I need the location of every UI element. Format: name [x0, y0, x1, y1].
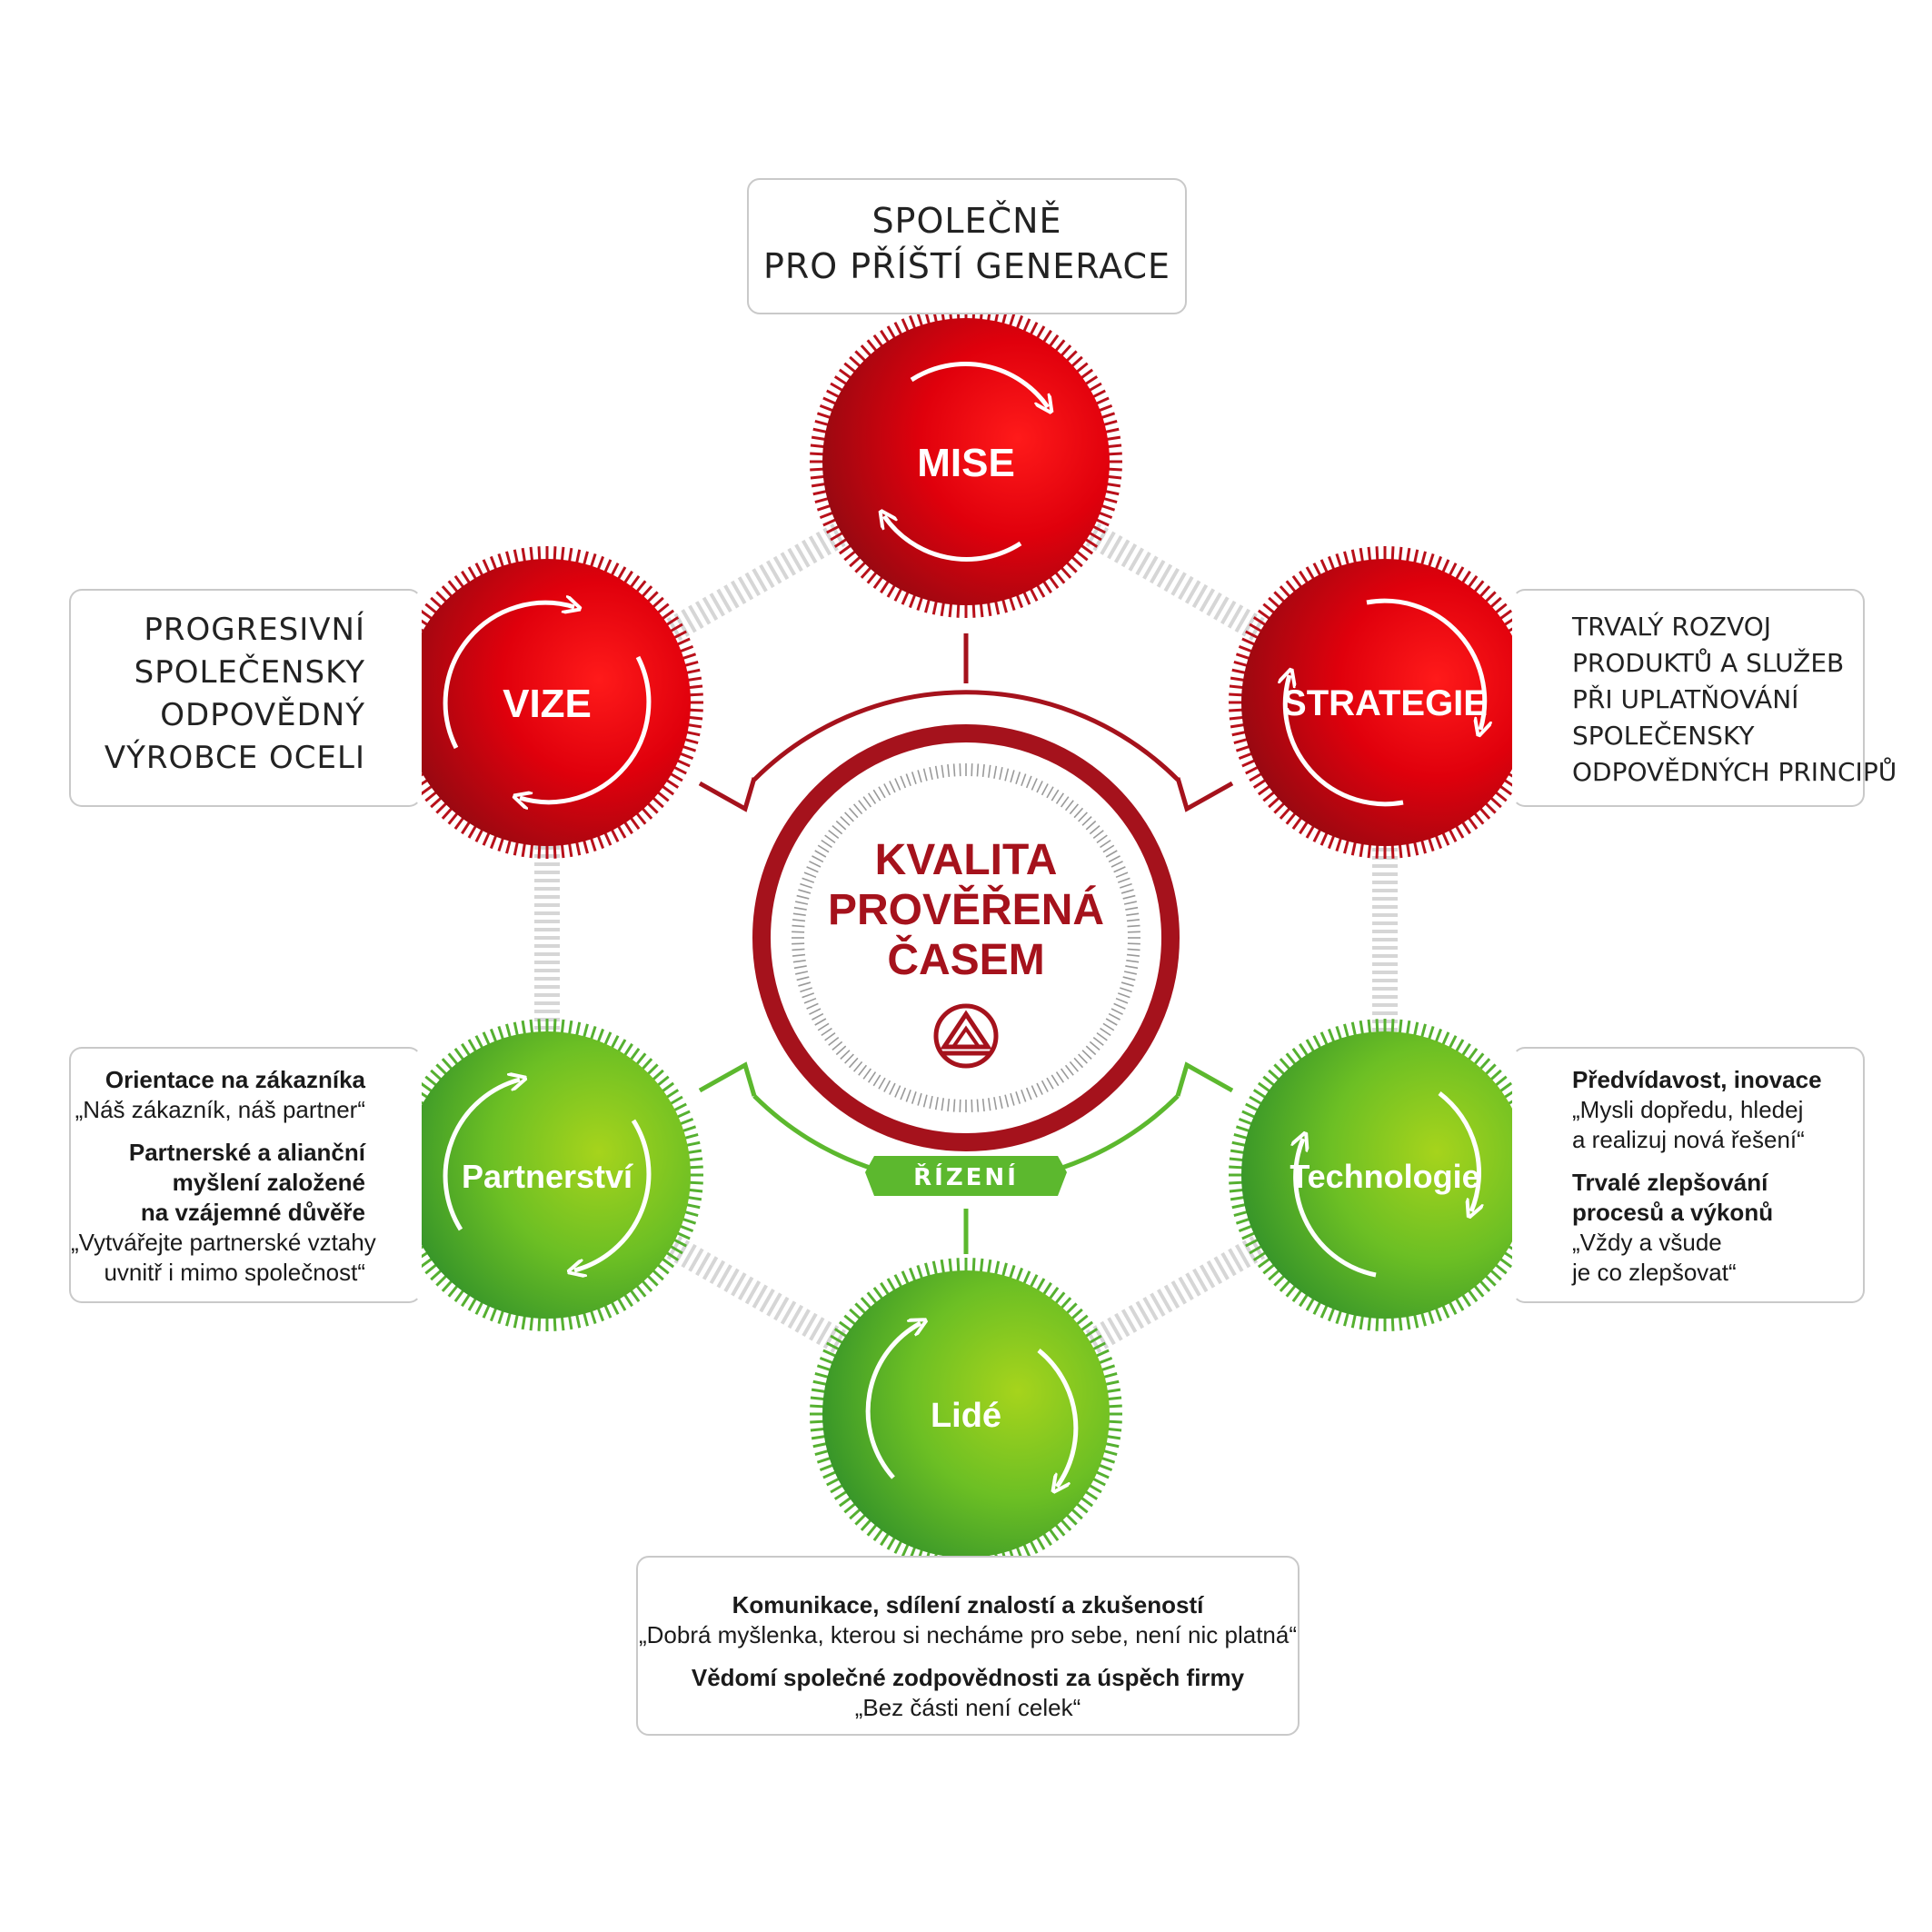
center-arc-red	[752, 690, 1180, 782]
node-partnerstvi[interactable]: Partnerství	[391, 1019, 703, 1331]
steel-company-logo-icon	[933, 1003, 999, 1069]
lide-quote-1: „Dobrá myšlenka, kterou si necháme pro s…	[638, 1621, 1298, 1648]
strategie-box-line-4: SPOLEČENSKY	[1572, 721, 1755, 751]
partnerstvi-heading-2-line-3: na vzájemné důvěře	[140, 1199, 365, 1226]
partnerstvi-quote-2-line-2: uvnitř i mimo společnost“	[104, 1259, 365, 1286]
center-tick-ring	[792, 763, 1140, 1112]
technologie-quote-2-line-1: „Vždy a všude	[1572, 1229, 1722, 1256]
cycle-arrow-icon	[1285, 675, 1404, 807]
lide-box: Komunikace, sdílení znalostí a zkušenost…	[636, 1556, 1300, 1736]
technologie-heading-1: Předvídavost, inovace	[1572, 1066, 1822, 1093]
partnerstvi-heading-1: Orientace na zákazníka	[105, 1066, 365, 1093]
cycle-arrow-icon	[910, 362, 1048, 407]
mise-box-line-1: SPOLEČNĚ	[871, 201, 1062, 241]
node-label-vize: VIZE	[503, 682, 592, 726]
cycle-arrow-icon	[1037, 1349, 1079, 1487]
governance-banner: ŘÍZENÍ	[865, 1156, 1067, 1196]
vize-box: PROGRESIVNÍ SPOLEČENSKY ODPOVĚDNÝ VÝROBC…	[69, 589, 422, 807]
node-mise[interactable]: MISE	[810, 305, 1122, 618]
lide-quote-2: „Bez části není celek“	[854, 1694, 1081, 1721]
lide-heading-1: Komunikace, sdílení znalostí a zkušenost…	[732, 1591, 1204, 1618]
governance-label: ŘÍZENÍ	[913, 1162, 1019, 1191]
node-label-technologie: Technologie	[1290, 1158, 1479, 1195]
technologie-quote-1-line-2: a realizuj nová řešení“	[1572, 1126, 1805, 1153]
partnerstvi-quote-1: „Náš zákazník, náš partner“	[75, 1096, 365, 1123]
partnerstvi-box: Orientace na zákazníka „Náš zákazník, ná…	[69, 1047, 422, 1303]
vize-box-line-3: ODPOVĚDNÝ	[160, 697, 365, 733]
center-title-line-3: ČASEM	[887, 934, 1044, 984]
partnerstvi-heading-2-line-1: Partnerské a alianční	[128, 1139, 365, 1166]
cycle-arrow-icon	[1438, 1091, 1479, 1211]
node-strategie[interactable]: STRATEGIE	[1229, 546, 1541, 859]
node-label-strategie: STRATEGIE	[1282, 683, 1488, 723]
partnerstvi-heading-2-line-2: myšlení založené	[172, 1169, 365, 1196]
vize-box-line-1: PROGRESIVNÍ	[144, 612, 365, 648]
cycle-arrow-icon	[443, 603, 574, 750]
vize-box-line-4: VÝROBCE OCELI	[104, 740, 365, 776]
center-title-line-1: KVALITA	[875, 836, 1058, 884]
vize-box-line-2: SPOLEČENSKY	[134, 654, 365, 691]
mise-box: SPOLEČNĚ PRO PŘÍŠTÍ GENERACE	[747, 178, 1187, 314]
strategie-box-line-1: TRVALÝ ROZVOJ	[1572, 612, 1772, 642]
cycle-arrow-icon	[1296, 1139, 1377, 1278]
connector-vize	[698, 777, 757, 812]
cycle-arrow-icon	[1366, 598, 1485, 730]
connector-lines	[698, 633, 1234, 1254]
cycle-arrow-icon	[884, 516, 1022, 562]
center-title: KVALITA PROVĚŘENÁ ČASEM	[828, 836, 1104, 984]
node-label-lide: Lidé	[931, 1397, 1001, 1435]
mise-box-line-2: PRO PŘÍŠTÍ GENERACE	[762, 246, 1171, 286]
partnerstvi-quote-2-line-1: „Vytvářejte partnerské vztahy	[71, 1229, 376, 1256]
node-label-partnerstvi: Partnerství	[462, 1158, 633, 1195]
node-vize[interactable]: VIZE	[391, 546, 703, 859]
cycle-arrow-icon	[443, 1080, 520, 1231]
cycle-arrow-icon	[520, 655, 652, 802]
cycle-arrow-icon	[865, 1323, 921, 1479]
node-technologie[interactable]: Technologie	[1229, 1019, 1541, 1331]
center-circle-outer	[752, 724, 1180, 1151]
technologie-quote-2-line-2: je co zlepšovat“	[1572, 1259, 1737, 1286]
technologie-heading-2-line-2: procesů a výkonů	[1572, 1199, 1774, 1226]
technologie-box: Předvídavost, inovace „Mysli dopředu, hl…	[1512, 1047, 1865, 1303]
center-title-line-2: PROVĚŘENÁ	[828, 884, 1104, 934]
connector-technologie	[1175, 1061, 1234, 1097]
technologie-heading-2-line-1: Trvalé zlepšování	[1572, 1169, 1768, 1196]
connector-partnerstvi	[698, 1061, 757, 1097]
cycle-arrow-icon	[574, 1119, 652, 1270]
strategie-box: TRVALÝ ROZVOJ PRODUKTŮ A SLUŽEB PŘI UPLA…	[1512, 589, 1897, 807]
strategie-box-line-5: ODPOVĚDNÝCH PRINCIPŮ	[1572, 757, 1897, 787]
lide-heading-2: Vědomí společné zodpovědnosti za úspěch …	[691, 1664, 1245, 1691]
node-label-mise: MISE	[917, 441, 1015, 485]
strategie-box-line-3: PŘI UPLATŇOVÁNÍ	[1572, 684, 1799, 714]
technologie-quote-1-line-1: „Mysli dopředu, hledej	[1572, 1096, 1804, 1123]
strategie-box-line-2: PRODUKTŮ A SLUŽEB	[1572, 648, 1845, 678]
node-lide[interactable]: Lidé	[810, 1258, 1122, 1570]
connector-strategie	[1175, 777, 1234, 812]
